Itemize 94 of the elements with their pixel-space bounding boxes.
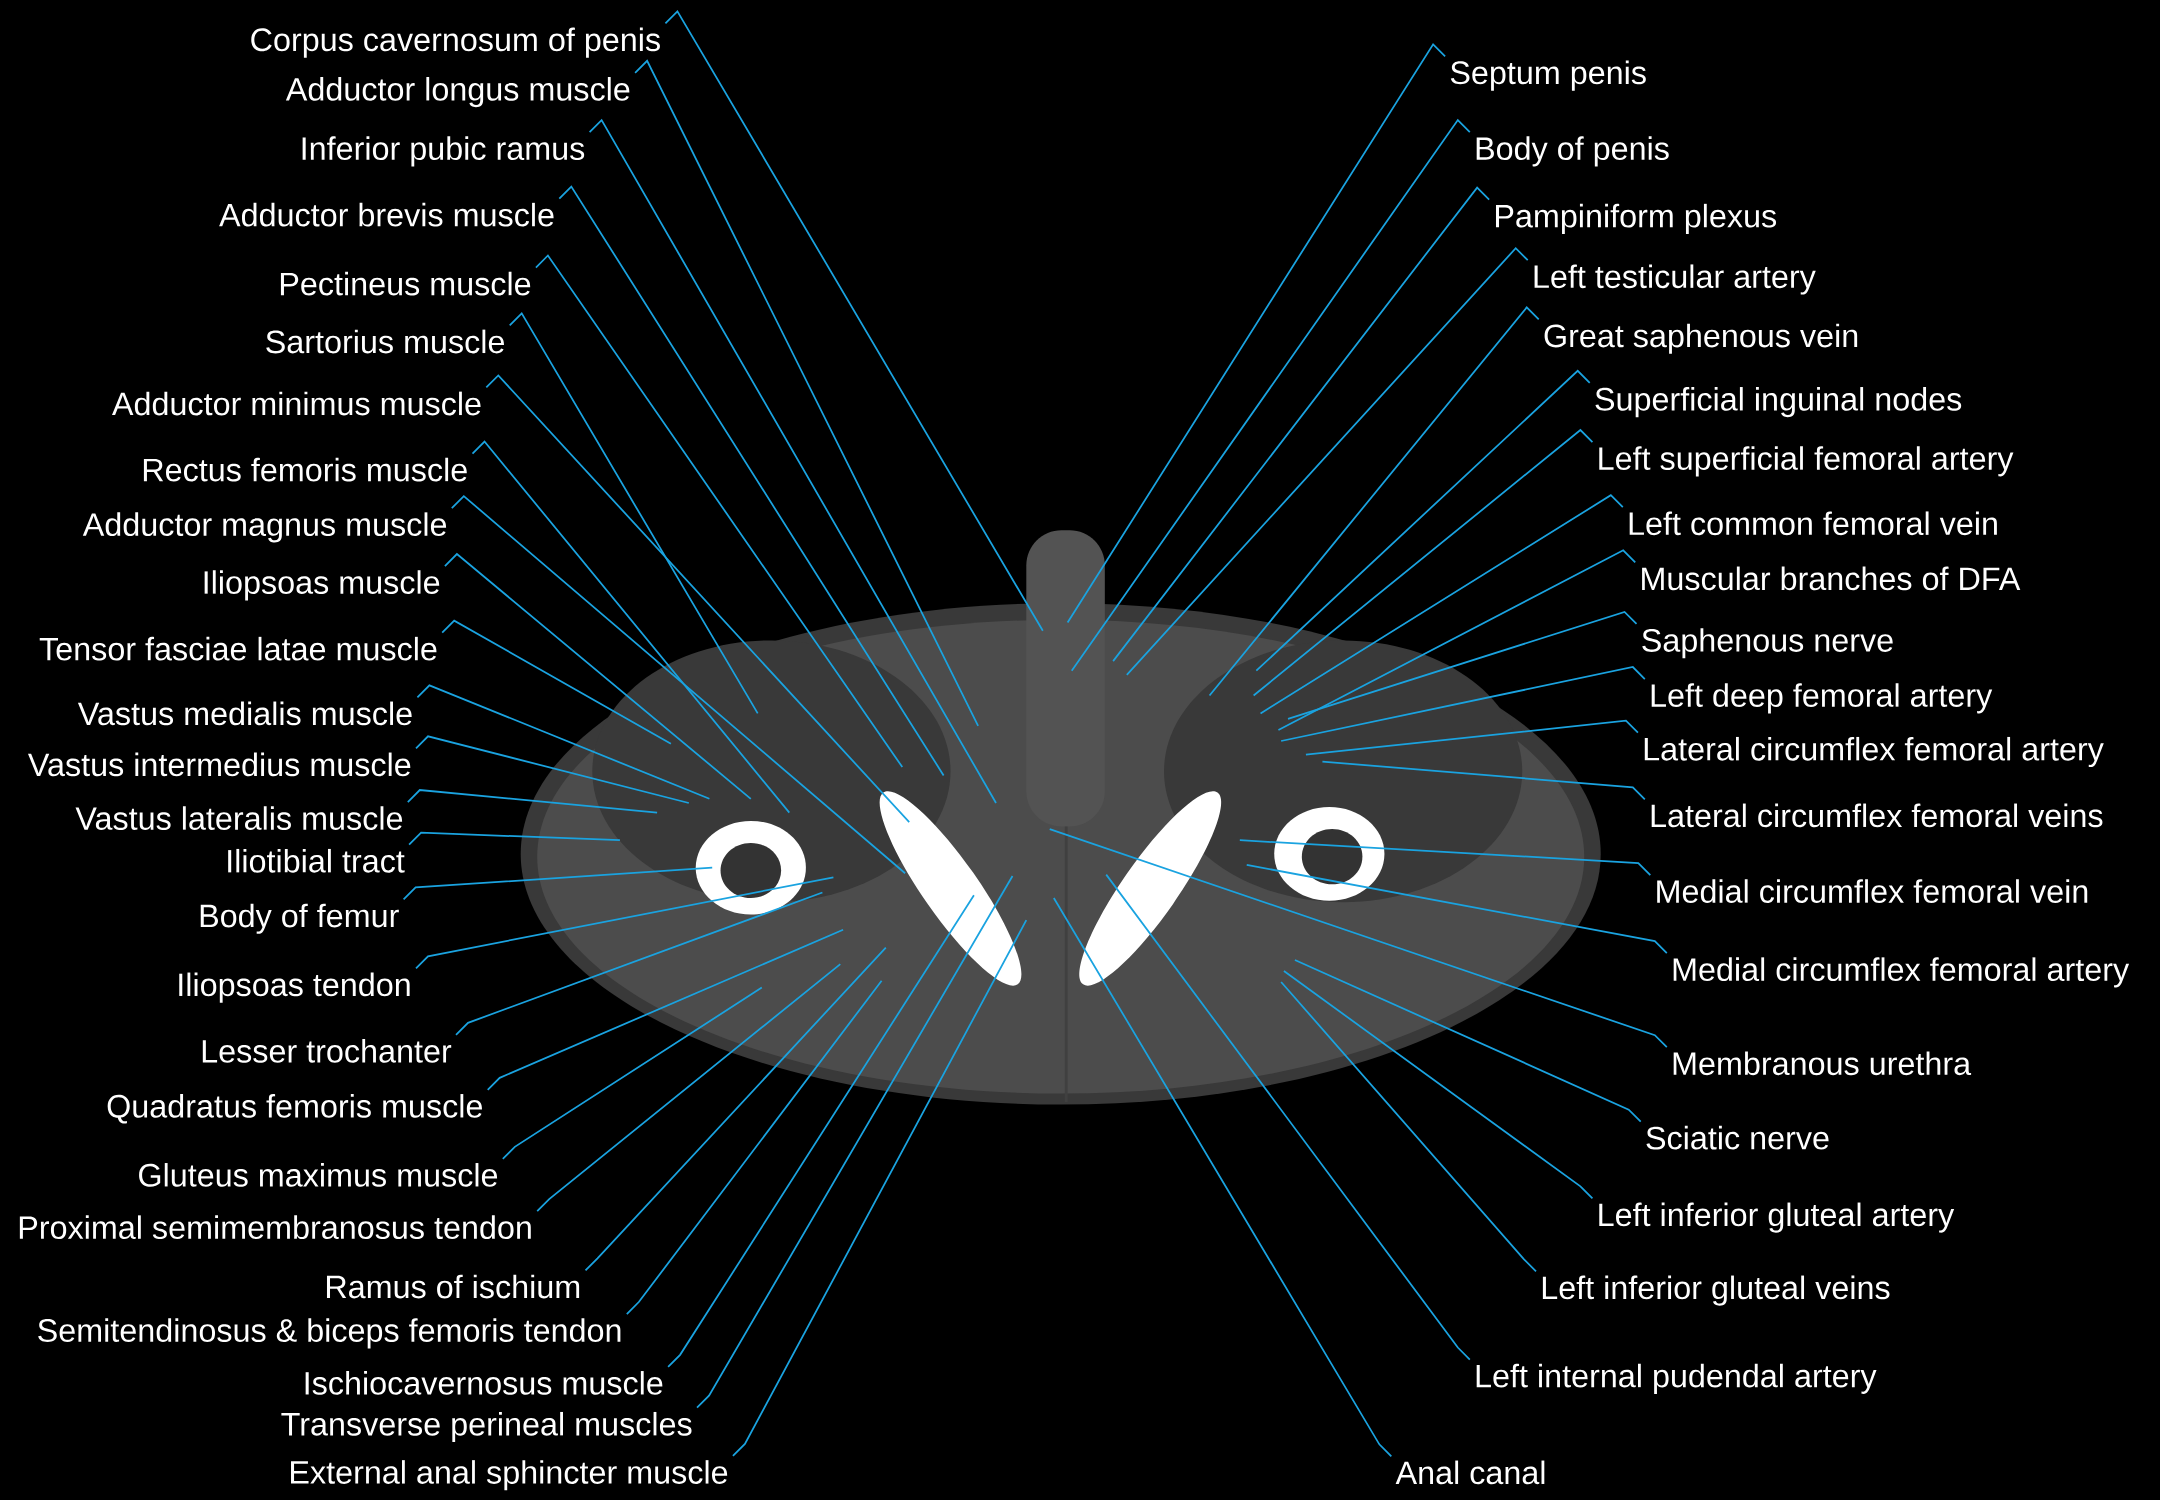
structure-label: Lesser trochanter (202, 1039, 452, 1063)
structure-label: Adductor longus muscle (285, 77, 630, 108)
structure-label: Left testicular artery (1534, 264, 1816, 295)
structure-label: Vastus medialis muscle (77, 701, 412, 726)
structure-label: Body of femur (200, 903, 399, 934)
leader-line (1305, 719, 1639, 756)
structure-label: Gluteus maximus muscle (139, 1163, 498, 1187)
structure-label: Left inferior gluteal artery (1599, 1202, 1955, 1233)
structure-label: Saphenous nerve (1642, 628, 1893, 659)
structure-label: Body of penis (1476, 136, 1669, 167)
leader-line (634, 59, 979, 727)
structure-label: Adductor minimus muscle (111, 391, 481, 416)
structure-label: Left inferior gluteal veins (1542, 1275, 1890, 1306)
leader-line (1125, 246, 1529, 676)
leader-line (1321, 760, 1646, 801)
structure-label: Iliopsoas tendon (179, 972, 410, 1003)
leader-line (1259, 494, 1624, 715)
structure-label: Membranous urethra (1673, 1051, 1972, 1076)
structure-label: Superficial inguinal nodes (1595, 387, 1962, 418)
leader-line (1052, 897, 1393, 1458)
leader-line (1048, 828, 1668, 1049)
structure-label: Medial circumflex femoral artery (1673, 957, 2130, 988)
leader-line (558, 185, 945, 777)
leader-line (441, 619, 672, 745)
structure-label: External anal sphincter muscle (291, 1460, 728, 1491)
structure-label: Muscular branches of DFA (1642, 566, 2021, 591)
structure-label: Inferior pubic ramus (302, 136, 585, 167)
leader-line (1255, 369, 1591, 672)
structure-label: Adductor brevis muscle (219, 202, 554, 227)
leader-line (536, 963, 842, 1212)
leader-line (415, 735, 690, 804)
structure-label: Proximal semimembranosus tendon (19, 1215, 531, 1240)
structure-label: Great saphenous vein (1544, 323, 1858, 354)
leader-line (1252, 428, 1594, 697)
structure-label: Vastus lateralis muscle (75, 806, 403, 830)
structure-label: Transverse perineal muscles (281, 1411, 692, 1443)
structure-label: Sciatic nerve (1646, 1125, 1829, 1150)
structure-label: Semitendinosus & biceps femoris tendon (38, 1318, 621, 1349)
leader-line (1238, 839, 1652, 876)
leader-line (588, 118, 997, 804)
leader-line (486, 928, 844, 1091)
leader-line (408, 831, 621, 846)
structure-label: Corpus cavernosum of penis (251, 27, 660, 58)
structure-label: Pampiniform plexus (1496, 203, 1777, 234)
leader-line (696, 875, 1014, 1409)
structure-label: Anal canal (1395, 1460, 1545, 1485)
structure-label: Iliotibial tract (228, 848, 405, 873)
leader-line (1283, 970, 1594, 1200)
leader-line (1070, 118, 1471, 672)
leader-line (1066, 42, 1446, 624)
structure-label: Ischiocavernosus muscle (305, 1371, 663, 1395)
structure-label: Lateral circumflex femoral artery (1644, 736, 2104, 768)
leader-line (485, 374, 911, 824)
leader-line (501, 986, 763, 1160)
structure-label: Medial circumflex femoral vein (1657, 879, 2088, 903)
structure-label: Adductor magnus muscle (82, 512, 447, 543)
leader-line (415, 876, 835, 970)
leader-line (444, 552, 752, 800)
leader-line (1277, 549, 1637, 731)
structure-label: Quadratus femoris muscle (107, 1094, 482, 1124)
structure-label: Vastus intermedius muscle (28, 752, 411, 777)
leader-line (667, 894, 975, 1368)
structure-label: Tensor fasciae latae muscle (39, 636, 437, 661)
structure-label: Iliopsoas muscle (204, 570, 440, 601)
leader-line (450, 494, 906, 875)
leader-line (1245, 864, 1668, 954)
leader-line (535, 254, 904, 768)
structure-label: Left internal pudendal artery (1476, 1363, 1877, 1394)
leader-line (1105, 873, 1471, 1361)
leader-line (1112, 186, 1490, 662)
leader-line (584, 946, 887, 1272)
leader-line (732, 919, 1028, 1457)
leader-line (664, 9, 1044, 632)
structure-label: Ramus of ischium (327, 1274, 580, 1299)
leader-line (625, 979, 883, 1315)
structure-label: Rectus femoris muscle (143, 457, 467, 482)
structure-label: Sartorius muscle (266, 329, 504, 354)
structure-label: Septum penis (1450, 60, 1646, 91)
structure-label: Lateral circumflex femoral veins (1651, 803, 2103, 828)
leader-line (455, 891, 824, 1036)
leader-line (1294, 959, 1642, 1123)
leader-line (1287, 610, 1638, 720)
leader-line (1208, 306, 1540, 697)
structure-label: Left deep femoral artery (1651, 683, 1993, 714)
leader-line (471, 440, 791, 814)
structure-label: Left superficial femoral artery (1599, 446, 2014, 477)
structure-label: Pectineus muscle (280, 271, 531, 296)
leader-line (416, 684, 711, 800)
structure-label: Left common femoral vein (1629, 511, 1997, 536)
leader-line (508, 312, 759, 715)
leader-line (1280, 666, 1646, 742)
leader-line (1280, 981, 1537, 1273)
leader-line (406, 789, 658, 814)
leader-line (402, 866, 714, 901)
